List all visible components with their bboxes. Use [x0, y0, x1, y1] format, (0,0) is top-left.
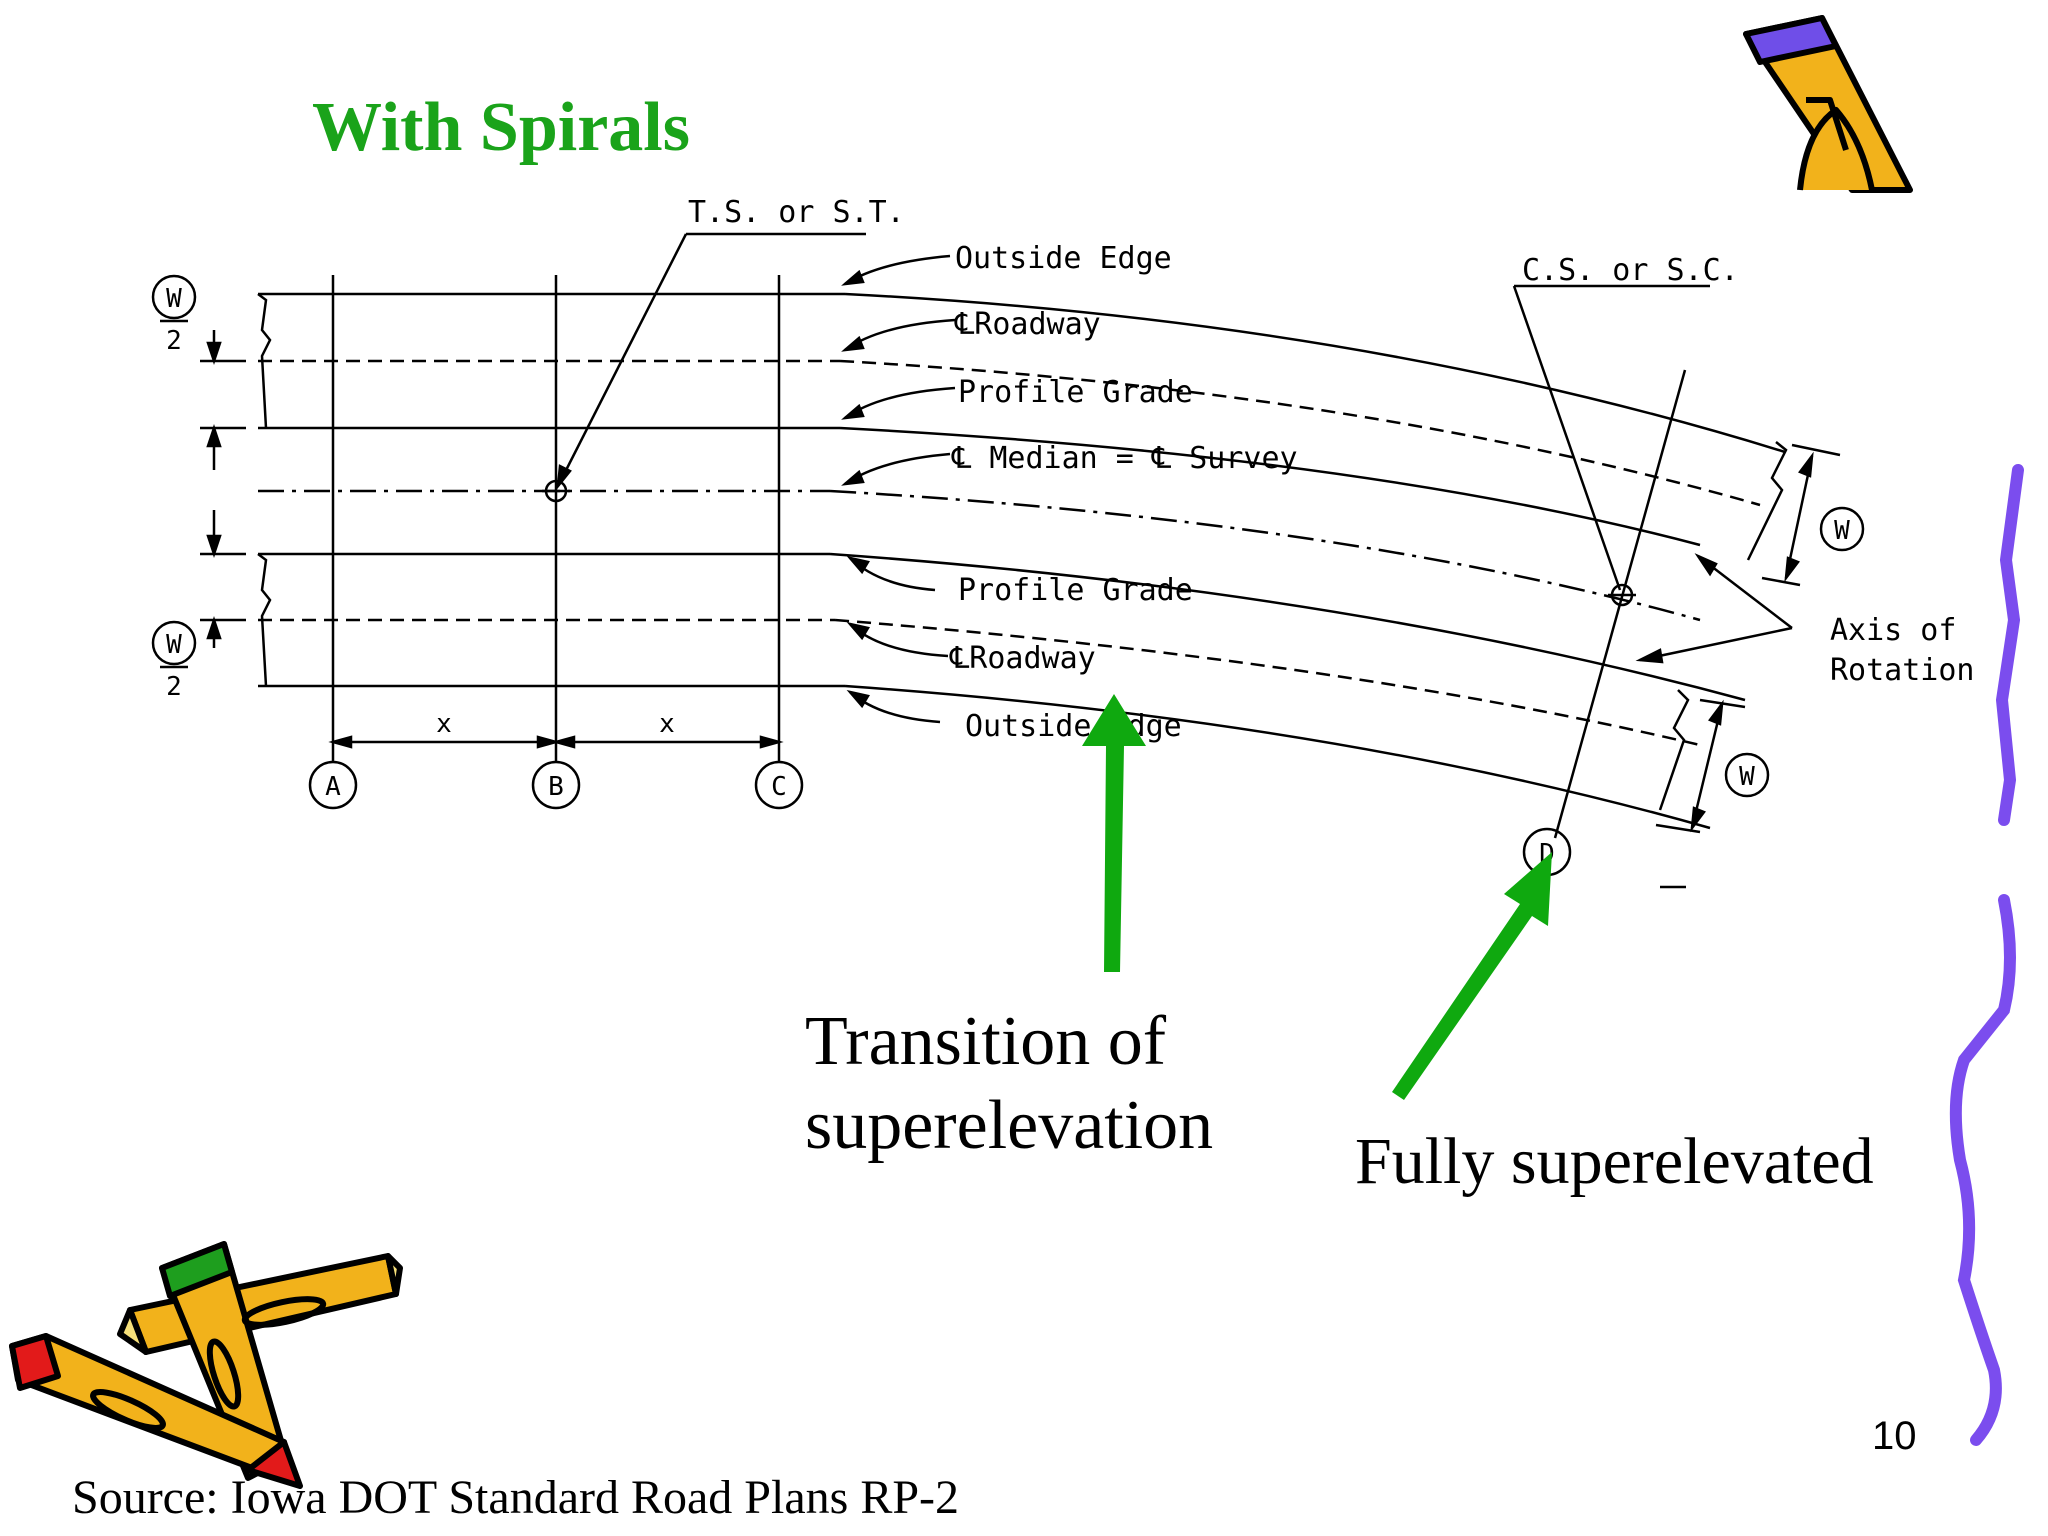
label-axis-of: Axis of — [1830, 613, 1956, 648]
label-ts-st: T.S. or S.T. — [688, 195, 905, 230]
page-number: 10 — [1872, 1414, 1917, 1458]
label-cs-sc: C.S. or S.C. — [1522, 253, 1739, 288]
station-c: C — [771, 772, 787, 802]
station-a: A — [325, 772, 341, 802]
label-outside-edge-bottom: Outside Edge — [965, 709, 1182, 744]
wavy-border — [1949, 464, 2024, 1446]
label-rotation: Rotation — [1830, 653, 1975, 688]
x-dim-right: x — [659, 709, 675, 739]
w-half-top-2: 2 — [166, 326, 182, 356]
label-outside-edge-top: Outside Edge — [955, 241, 1172, 276]
crossed-pencils-icon — [9, 1241, 403, 1489]
transition-line-1: Transition of — [805, 1003, 1167, 1080]
label-profile-grade-top: Profile Grade — [958, 375, 1193, 410]
label-roadway-top: ℄Roadway — [954, 307, 1101, 342]
w-right-bottom: W — [1739, 762, 1755, 792]
fully-arrow-icon — [1392, 852, 1552, 1100]
label-median-survey: ℄ Median = ℄ Survey — [951, 441, 1298, 476]
pencil-icon — [1743, 15, 1913, 193]
x-dim-left: x — [436, 709, 452, 739]
label-roadway-bottom: ℄Roadway — [949, 641, 1096, 676]
w-half-bottom-2: 2 — [166, 672, 182, 702]
outside-edge-top-curve — [844, 292, 1786, 454]
source-citation: Source: Iowa DOT Standard Road Plans RP-… — [72, 1471, 960, 1524]
w-right-top: W — [1834, 516, 1850, 546]
station-b: B — [548, 772, 564, 802]
w-half-top-w: W — [166, 284, 182, 314]
w-half-bottom-w: W — [166, 630, 182, 660]
transition-line-2: superelevation — [805, 1087, 1214, 1164]
slide-title: With Spirals — [312, 89, 690, 166]
transition-annotation: Transition of superelevation — [805, 1000, 1213, 1168]
transition-arrow-icon — [1082, 694, 1146, 972]
fully-superelevated-annotation: Fully superelevated — [1355, 1125, 1874, 1198]
label-profile-grade-bottom: Profile Grade — [958, 573, 1193, 608]
